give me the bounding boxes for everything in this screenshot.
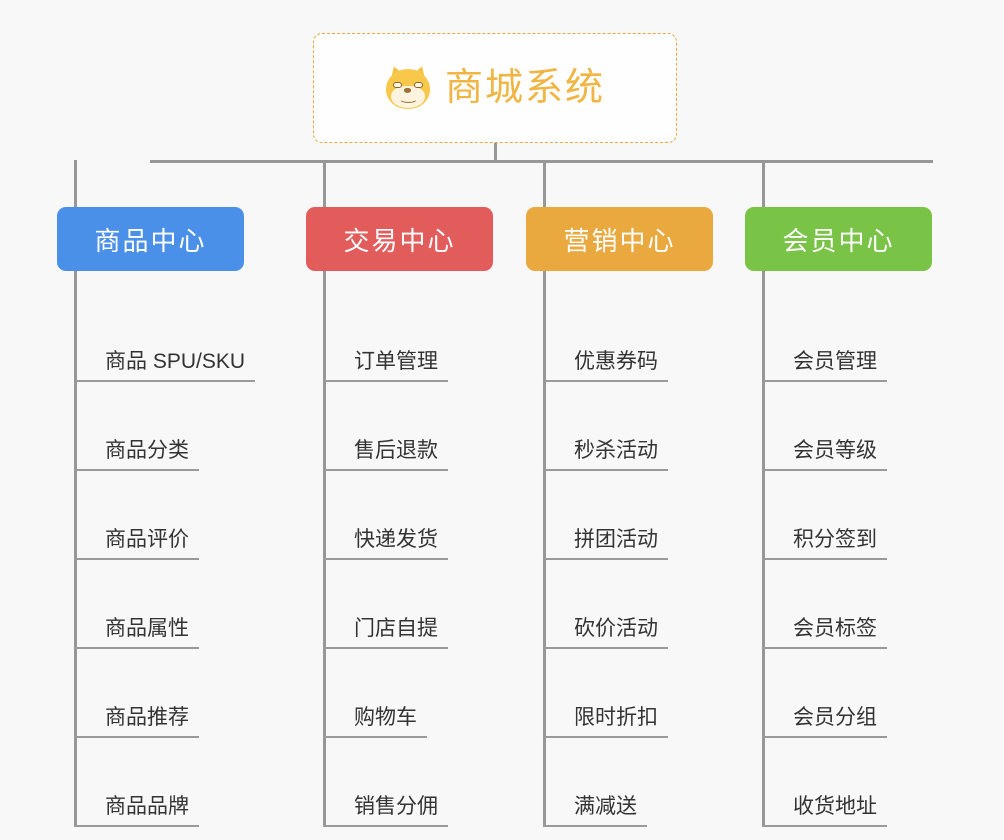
connector-drop-0 [74,160,77,207]
leaf-item[interactable]: 门店自提 [323,560,448,649]
branch-header-label: 营销中心 [563,225,676,256]
leaf-item[interactable]: 商品属性 [74,560,199,649]
branch-header-2[interactable]: 营销中心 [526,207,713,271]
leaf-item-label: 订单管理 [323,350,448,382]
leaf-item[interactable]: 售后退款 [323,382,448,471]
leaf-item-label: 商品评价 [74,528,199,560]
branch-0: 商品中心商品 SPU/SKU 商品分类商品评价商品属性商品推荐商品品牌 [57,207,256,827]
leaf-item-label: 购物车 [323,706,427,738]
leaf-item-label: 限时折扣 [543,706,668,738]
leaf-item[interactable]: 商品 SPU/SKU [74,293,256,382]
branch-1: 交易中心订单管理售后退款快递发货门店自提购物车销售分佣 [306,207,493,827]
leaf-item-label: 快递发货 [323,528,448,560]
leaf-item-label: 砍价活动 [543,617,668,649]
leaf-item-label: 会员等级 [762,439,887,471]
leaf-item-label: 门店自提 [323,617,448,649]
leaf-item[interactable]: 购物车 [323,649,427,738]
leaf-item-label: 售后退款 [323,439,448,471]
connector-horizontal-bus [150,160,933,163]
root-title: 商城系统 [444,67,605,109]
leaf-item[interactable]: 秒杀活动 [543,382,668,471]
leaf-item[interactable]: 会员分组 [762,649,887,738]
leaf-item[interactable]: 会员标签 [762,560,887,649]
leaf-item[interactable]: 会员等级 [762,382,887,471]
branch-3: 会员中心会员管理会员等级积分签到会员标签会员分组收货地址 [745,207,932,827]
branch-trunk-2 [543,271,546,827]
branch-header-label: 商品中心 [94,225,207,256]
branch-header-3[interactable]: 会员中心 [745,207,932,271]
leaf-item[interactable]: 满减送 [543,738,647,827]
leaf-item-label: 会员管理 [762,350,887,382]
leaf-item[interactable]: 销售分佣 [323,738,448,827]
leaf-item[interactable]: 限时折扣 [543,649,668,738]
connector-drop-2 [543,160,546,207]
leaf-item-label: 商品 SPU/SKU [74,350,256,382]
branch-trunk-1 [323,271,326,827]
root-node[interactable]: 商城系统 [313,33,677,143]
leaf-item-label: 销售分佣 [323,795,448,827]
connector-drop-1 [323,160,326,207]
leaf-item-label: 商品品牌 [74,795,199,827]
leaf-item[interactable]: 商品分类 [74,382,199,471]
branch-header-1[interactable]: 交易中心 [306,207,493,271]
branch-trunk-0 [74,271,77,827]
leaf-item[interactable]: 商品推荐 [74,649,199,738]
leaf-item-label: 满减送 [543,795,647,827]
leaf-item-label: 商品分类 [74,439,199,471]
leaf-item-label: 会员标签 [762,617,887,649]
leaf-item[interactable]: 会员管理 [762,293,887,382]
leaf-item[interactable]: 砍价活动 [543,560,668,649]
leaf-item[interactable]: 优惠券码 [543,293,668,382]
leaf-item[interactable]: 积分签到 [762,471,887,560]
leaf-item[interactable]: 收货地址 [762,738,887,827]
branch-header-label: 会员中心 [782,225,895,256]
leaf-item-label: 秒杀活动 [543,439,668,471]
leaf-item[interactable]: 订单管理 [323,293,448,382]
leaf-item-label: 拼团活动 [543,528,668,560]
branch-header-0[interactable]: 商品中心 [57,207,244,271]
leaf-item-label: 积分签到 [762,528,887,560]
branch-2: 营销中心优惠券码秒杀活动拼团活动砍价活动限时折扣满减送 [526,207,713,827]
leaf-item-label: 会员分组 [762,706,887,738]
connector-root-stem [494,143,497,163]
leaf-item-label: 商品推荐 [74,706,199,738]
shiba-dog-face-icon [385,63,431,111]
leaf-item[interactable]: 快递发货 [323,471,448,560]
leaf-item-label: 优惠券码 [543,350,668,382]
leaf-item-label: 商品属性 [74,617,199,649]
leaf-item[interactable]: 商品品牌 [74,738,199,827]
branch-trunk-3 [762,271,765,827]
leaf-item[interactable]: 拼团活动 [543,471,668,560]
connector-drop-3 [762,160,765,207]
branch-header-label: 交易中心 [343,225,456,256]
leaf-item[interactable]: 商品评价 [74,471,199,560]
leaf-item-label: 收货地址 [762,795,887,827]
